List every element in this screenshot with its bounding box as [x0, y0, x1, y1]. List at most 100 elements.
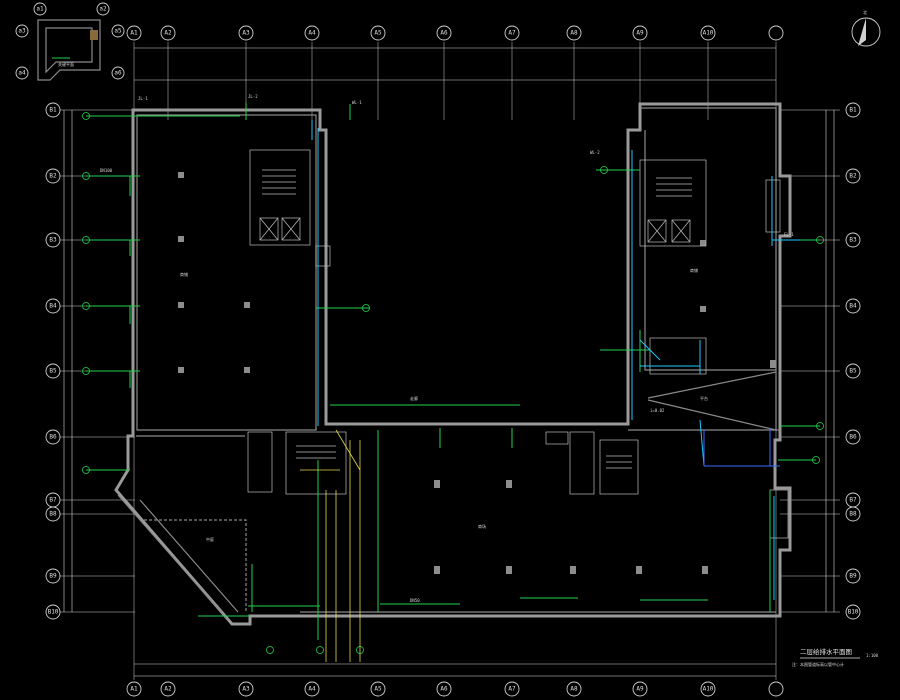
key-plan-axes: a1 a2 a3 a4 a5 a6	[15, 2, 125, 80]
north-arrow-icon	[858, 18, 866, 46]
riser-icon	[362, 304, 370, 312]
key-axis-a3: a3	[18, 28, 26, 35]
riser-icon	[82, 466, 90, 474]
key-axis-a4: a4	[18, 70, 26, 77]
water-supply-pipes	[82, 102, 824, 654]
axis-top-1: A1	[130, 30, 138, 37]
axis-bottom-10: A10	[703, 686, 714, 693]
riser-icon	[812, 456, 820, 464]
key-plan: 关键平面	[37, 19, 101, 81]
drawing-scale: 1:100	[866, 653, 879, 658]
drawing-subtitle: 注：本图管道标高以管中心计	[792, 661, 844, 667]
room-label: 平台	[700, 395, 708, 401]
axis-bottom-8: A8	[570, 686, 578, 693]
riser-icon	[82, 112, 90, 120]
north-arrow: 北	[851, 9, 881, 47]
north-label: 北	[863, 9, 867, 15]
riser-icon	[316, 646, 324, 654]
key-axis-a6: a6	[114, 70, 122, 77]
axis-top-2: A2	[164, 30, 172, 37]
pipe-tag: i=0.02	[650, 408, 665, 413]
axis-left: B1 B2 B3 B4 B5 B6 B7 B8 B9 B10	[45, 102, 61, 620]
pipe-tag: DN50	[410, 598, 420, 603]
pipe-tag: FL-1	[784, 232, 794, 237]
drawing-title: 二层给排水平面图	[800, 647, 852, 656]
riser-icon	[600, 166, 608, 174]
axis-right-5: B5	[849, 368, 857, 375]
axis-right-6: B6	[849, 434, 857, 441]
axis-left-3: B3	[49, 237, 57, 244]
stair-cores	[247, 149, 789, 539]
pipe-tag: DN100	[100, 168, 113, 173]
room-labels: 商铺 商铺 中庭 走廊 商场 平台	[180, 267, 708, 542]
columns	[178, 172, 776, 574]
axis-top-4: A4	[308, 30, 316, 37]
key-plan-highlight	[90, 30, 98, 40]
axis-top-3: A3	[242, 30, 250, 37]
riser-icon	[266, 646, 274, 654]
axis-bottom-7: A7	[508, 686, 516, 693]
title-block: 二层给排水平面图 1:100 注：本图管道标高以管中心计	[792, 647, 879, 667]
riser-icon	[816, 422, 824, 430]
key-plan-label: 关键平面	[58, 61, 74, 67]
axis-top-5: A5	[374, 30, 382, 37]
axis-top-7: A7	[508, 30, 516, 37]
axis-left-4: B4	[49, 303, 57, 310]
axis-top-8: A8	[570, 30, 578, 37]
key-axis-a1: a1	[36, 6, 44, 13]
riser-icon	[82, 172, 90, 180]
room-label: 走廊	[410, 395, 418, 401]
axis-top-10: A10	[703, 30, 714, 37]
axis-right: B1 B2 B3 B4 B5 B6 B7 B8 B9 B10	[845, 102, 861, 620]
pipe-tag: JL-2	[248, 94, 258, 99]
axis-bottom-4: A4	[308, 686, 316, 693]
riser-icon	[82, 236, 90, 244]
riser-icon	[82, 367, 90, 375]
axis-bottom-3: A3	[242, 686, 250, 693]
axis-bottom-9: A9	[636, 686, 644, 693]
axis-bottom-2: A2	[164, 686, 172, 693]
room-label: 中庭	[206, 536, 214, 542]
axis-right-10: B10	[848, 609, 859, 616]
axis-left-7: B7	[49, 497, 57, 504]
axis-left-10: B10	[48, 609, 59, 616]
key-axis-a2: a2	[99, 6, 107, 13]
drainage-pipes	[311, 120, 800, 600]
axis-right-7: B7	[849, 497, 857, 504]
axis-right-2: B2	[849, 173, 857, 180]
axis-bottom-5: A5	[374, 686, 382, 693]
axis-right-1: B1	[849, 107, 857, 114]
axis-right-3: B3	[849, 237, 857, 244]
pipe-tag: WL-1	[352, 100, 362, 105]
grid-lines	[60, 42, 840, 680]
axis-top-9: A9	[636, 30, 644, 37]
axis-right-4: B4	[849, 303, 857, 310]
axis-left-9: B9	[49, 573, 57, 580]
axis-bottom-1: A1	[130, 686, 138, 693]
waste-pipes	[300, 429, 361, 662]
fire-pipes	[703, 428, 780, 467]
riser-icon	[82, 302, 90, 310]
axis-top-6: A6	[440, 30, 448, 37]
axis-right-9: B9	[849, 573, 857, 580]
dimension-lines	[63, 47, 835, 677]
building-walls	[114, 102, 792, 626]
room-label: 商场	[478, 523, 486, 529]
riser-icon	[816, 236, 824, 244]
pipe-tag: WL-2	[590, 150, 600, 155]
axis-left-1: B1	[49, 107, 57, 114]
room-label: 商铺	[180, 271, 188, 277]
pipe-tags: JL-1 JL-2 WL-1 WL-2 FL-1 DN100 DN50 i=0.…	[100, 94, 794, 603]
axis-left-8: B8	[49, 511, 57, 518]
axis-top: A1 A2 A3 A4 A5 A6 A7 A8 A9 A10	[126, 25, 784, 41]
axis-left-6: B6	[49, 434, 57, 441]
axis-bottom-6: A6	[440, 686, 448, 693]
key-axis-a5: a5	[114, 28, 122, 35]
axis-right-8: B8	[849, 511, 857, 518]
axis-bottom: A1 A2 A3 A4 A5 A6 A7 A8 A9 A10	[126, 681, 784, 697]
room-label: 商铺	[690, 267, 698, 273]
axis-left-5: B5	[49, 368, 57, 375]
axis-left-2: B2	[49, 173, 57, 180]
pipe-tag: JL-1	[138, 96, 148, 101]
